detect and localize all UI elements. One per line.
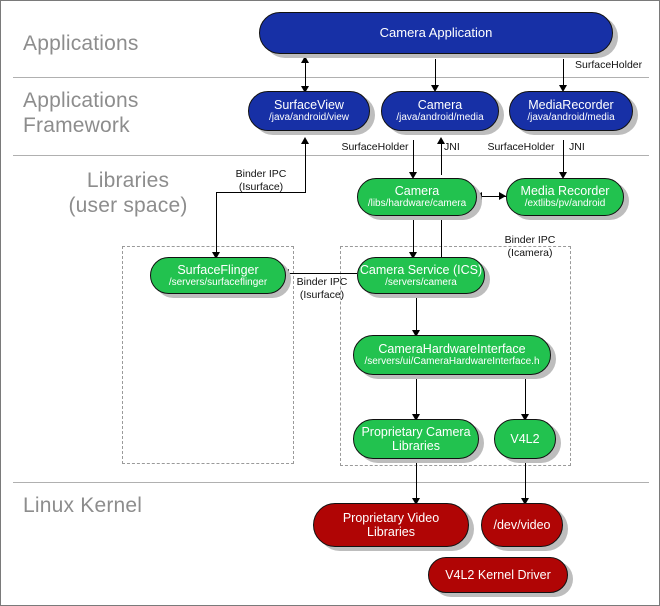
- node-mediarecorder-java[interactable]: MediaRecorder /java/android/media: [509, 91, 633, 131]
- connector-cameraservice-cameralib-up: [441, 215, 443, 257]
- arrowhead-chi-in: [412, 330, 420, 337]
- node-dev-video[interactable]: /dev/video: [481, 503, 563, 547]
- node-proprietary-video-libraries-title: Proprietary Video: [342, 511, 440, 525]
- connector-isurface-horizontal: [216, 192, 306, 194]
- connector-cameralib-mediarecorderlib: [478, 196, 506, 198]
- layer-label-linux-kernel: Linux Kernel: [23, 494, 143, 517]
- node-surfaceview-title: SurfaceView: [274, 98, 344, 112]
- group-surfaceflinger: [122, 246, 294, 464]
- node-camera-application-title: Camera Application: [379, 25, 493, 40]
- layer-label-applications-framework: Applications Framework: [23, 89, 139, 137]
- arrowhead-cameralib-in: [409, 172, 417, 179]
- arrowhead-camerajava-in: [437, 137, 445, 144]
- separator-framework: [13, 155, 649, 156]
- node-surfaceview[interactable]: SurfaceView /java/android/view: [248, 91, 370, 131]
- node-camera-lib[interactable]: Camera /libs/hardware/camera: [357, 178, 477, 216]
- annotation-binder-ipc-isurface-top: Binder IPC (Isurface): [235, 168, 287, 193]
- arrowhead-cameraservice-in: [409, 252, 417, 259]
- node-camera-service-subtitle: /servers/camera: [385, 276, 457, 288]
- arrowhead-app-mediarecorder: [559, 85, 567, 92]
- node-v4l2-kernel-driver-title: V4L2 Kernel Driver: [445, 568, 551, 582]
- node-camera-hardware-interface[interactable]: CameraHardwareInterface /servers/ui/Came…: [353, 335, 551, 375]
- connector-surfaceview-down-1: [305, 140, 307, 193]
- node-camera-java-subtitle: /java/android/media: [396, 112, 484, 123]
- node-media-recorder-lib[interactable]: Media Recorder /extlibs/pv/android: [506, 178, 624, 216]
- node-v4l2-title: V4L2: [510, 432, 540, 446]
- arrowhead-mediarecorder-right: [499, 192, 506, 200]
- node-camera-service-title: Camera Service (ICS): [359, 262, 483, 277]
- node-v4l2-kernel-driver[interactable]: V4L2 Kernel Driver: [428, 557, 568, 593]
- connector-cameralib-camerajava-up: [441, 140, 443, 175]
- connector-app-mediarecorder: [563, 59, 565, 89]
- node-proprietary-video-libraries-line2: Libraries: [367, 525, 415, 539]
- layer-label-applications: Applications: [23, 32, 139, 55]
- annotation-binder-ipc-icamera: Binder IPC (Icamera): [504, 234, 556, 259]
- annotation-surfaceholder-camera: SurfaceHolder: [341, 141, 409, 153]
- node-surfaceview-subtitle: /java/android/view: [268, 112, 350, 123]
- node-proprietary-camera-libraries-title: Proprietary Camera: [361, 425, 471, 439]
- node-mediarecorder-java-title: MediaRecorder: [528, 98, 614, 112]
- arrowhead-app-camera-java: [431, 85, 439, 92]
- node-camera-java-title: Camera: [417, 98, 463, 112]
- layer-label-libraries: Libraries (user space): [68, 169, 188, 217]
- annotation-jni-camera: JNI: [444, 141, 460, 153]
- separator-applications: [13, 77, 649, 78]
- node-surfaceflinger[interactable]: SurfaceFlinger /servers/surfaceflinger: [150, 257, 286, 294]
- arrowhead-app-surfaceview-up: [301, 56, 309, 63]
- separator-libraries: [13, 482, 649, 483]
- annotation-jni-recorder: JNI: [569, 141, 585, 153]
- arrowhead-surfaceview-up2: [301, 137, 309, 144]
- connector-app-surfaceview: [305, 59, 307, 91]
- node-camera-hardware-interface-title: CameraHardwareInterface: [378, 342, 526, 356]
- arrowhead-proprietary-video-in: [412, 498, 420, 505]
- node-camera-lib-title: Camera: [394, 184, 440, 198]
- node-proprietary-camera-libraries-line2: Libraries: [392, 439, 440, 453]
- node-surfaceflinger-subtitle: /servers/surfaceflinger: [168, 276, 268, 288]
- connector-app-camera-java: [435, 59, 437, 89]
- arrowhead-app-surfaceview-down: [301, 86, 309, 93]
- node-media-recorder-lib-title: Media Recorder: [520, 184, 610, 198]
- connector-proprietary-camera-video: [416, 463, 418, 503]
- node-camera-application[interactable]: Camera Application: [259, 12, 613, 54]
- connector-camerajava-cameralib-down: [413, 140, 415, 175]
- node-mediarecorder-java-subtitle: /java/android/media: [527, 112, 615, 123]
- connector-cameraservice-surfaceflinger: [285, 273, 357, 275]
- connector-cameraservice-chi: [416, 293, 418, 335]
- group-camera-service: [340, 246, 571, 466]
- node-dev-video-title: /dev/video: [493, 518, 551, 532]
- connector-chi-v4l2: [525, 379, 527, 419]
- arrowhead-devvideo-in: [521, 498, 529, 505]
- connector-chi-proprietary-camera: [416, 379, 418, 419]
- connector-v4l2-devvideo: [525, 463, 527, 503]
- node-camera-lib-subtitle: /libs/hardware/camera: [367, 198, 467, 209]
- node-camera-service[interactable]: Camera Service (ICS) /servers/camera: [357, 257, 485, 294]
- node-surfaceflinger-title: SurfaceFlinger: [177, 262, 259, 277]
- annotation-surfaceholder-recorder: SurfaceHolder: [487, 141, 555, 153]
- arrowhead-proprietary-camera-in: [412, 414, 420, 421]
- node-v4l2[interactable]: V4L2: [494, 419, 556, 459]
- node-camera-hardware-interface-subtitle: /servers/ui/CameraHardwareInterface.h: [364, 356, 540, 367]
- connector-cameralib-cameraservice-down: [413, 215, 415, 257]
- node-camera-java[interactable]: Camera /java/android/media: [381, 91, 499, 131]
- node-proprietary-video-libraries[interactable]: Proprietary Video Libraries: [313, 503, 469, 547]
- connector-isurface-vertical: [216, 192, 218, 255]
- annotation-surfaceholder-top: SurfaceHolder: [575, 59, 643, 71]
- node-media-recorder-lib-subtitle: /extlibs/pv/android: [524, 198, 606, 209]
- arrowhead-mediarecorderlib-in: [559, 172, 567, 179]
- arrowhead-surfaceflinger-in: [212, 252, 220, 259]
- annotation-binder-ipc-isurface-mid: Binder IPC (Isurface): [296, 276, 348, 301]
- arrowhead-v4l2-in: [521, 414, 529, 421]
- node-proprietary-camera-libraries[interactable]: Proprietary Camera Libraries: [353, 419, 479, 459]
- connector-mediarecorder-lib: [563, 140, 565, 175]
